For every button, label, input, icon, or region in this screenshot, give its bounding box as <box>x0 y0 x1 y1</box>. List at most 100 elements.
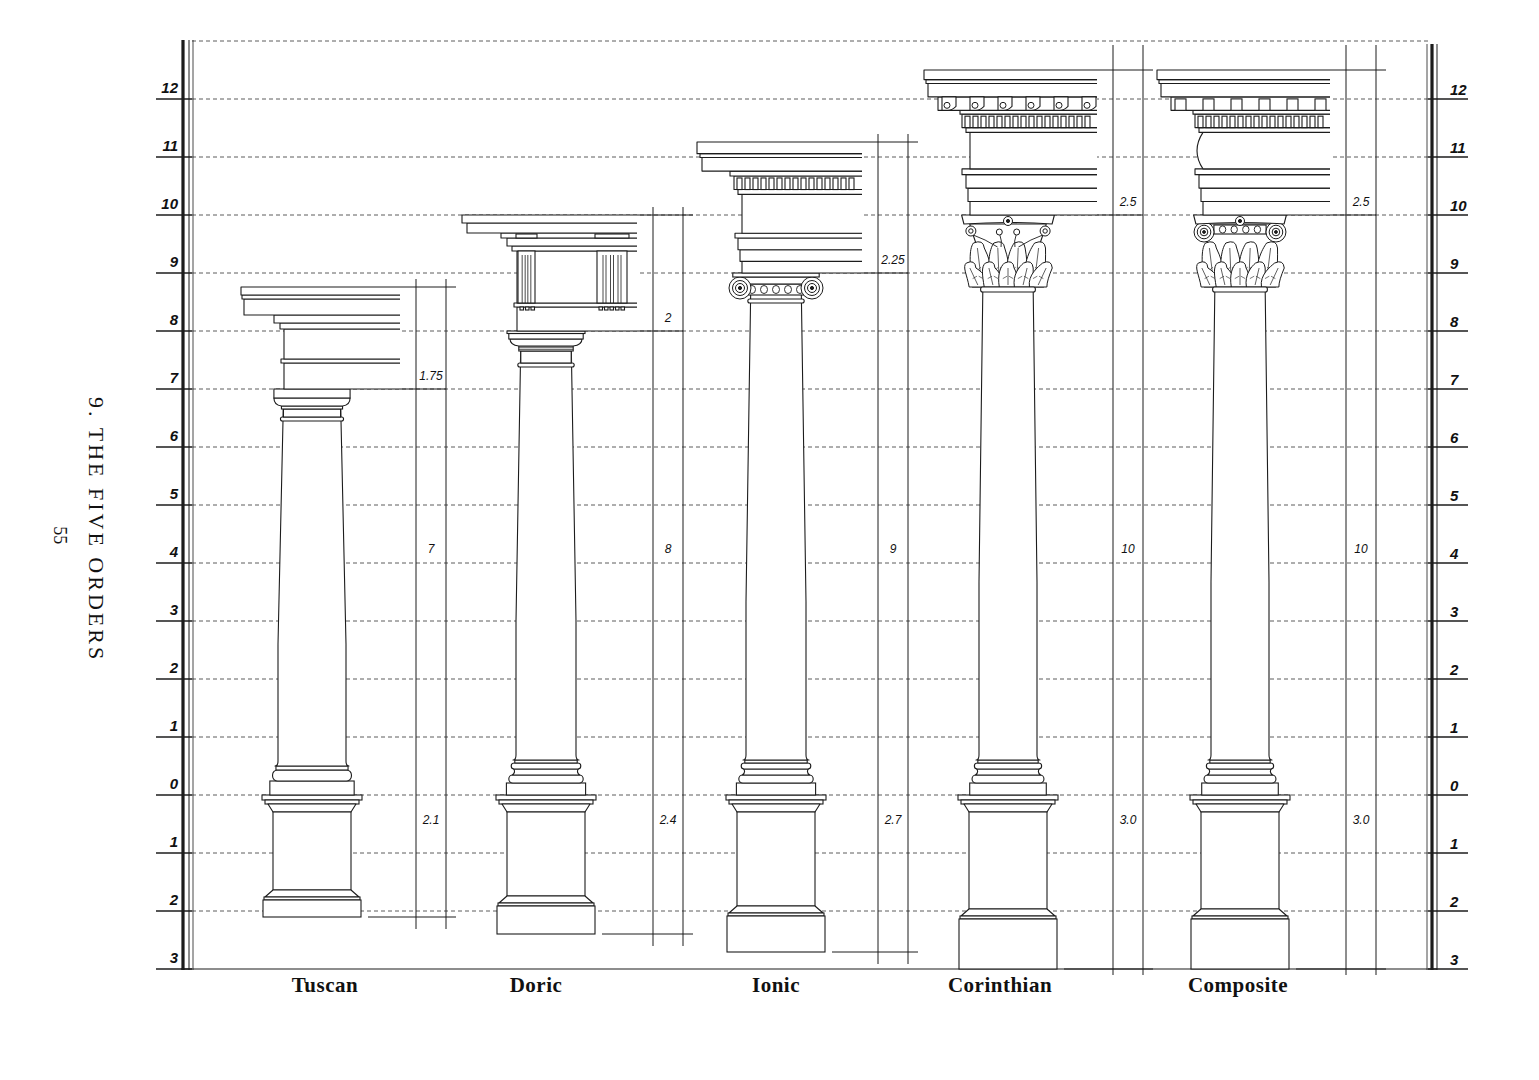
entablature-band <box>926 80 1097 84</box>
pedestal-base <box>265 890 359 897</box>
scale-number: 8 <box>170 311 178 328</box>
scale-number: 5 <box>1450 487 1458 504</box>
entablature-band <box>467 223 637 233</box>
doric-order <box>462 207 693 946</box>
leaf-vein <box>1009 276 1013 278</box>
pedestal-base <box>961 909 1055 916</box>
scale-tick <box>1428 156 1468 157</box>
dimension-label: 2.1 <box>422 814 441 828</box>
leaf-vein <box>1270 268 1278 285</box>
leaf-vein <box>1241 276 1245 278</box>
modillion-scroll <box>1056 102 1062 108</box>
entablature-band <box>1199 175 1330 188</box>
pedestal-plinth <box>1191 919 1289 969</box>
dentil <box>1021 116 1026 127</box>
leaf-vein <box>1240 268 1241 285</box>
modillion <box>970 97 984 110</box>
dimension-line <box>1346 45 1347 975</box>
dimension-label: 2.5 <box>1119 196 1138 210</box>
dimension-line <box>1113 45 1114 975</box>
dimension-label: 3.0 <box>1352 814 1371 828</box>
leaf-vein <box>970 268 978 285</box>
scale-tick <box>156 736 192 737</box>
scale-border <box>1430 44 1433 970</box>
dimension-label: 2.5 <box>1352 196 1371 210</box>
scale-tick <box>1428 562 1468 563</box>
modillion <box>1231 99 1242 110</box>
egg <box>1254 226 1260 233</box>
triglyph-groove <box>522 255 523 303</box>
abacus <box>733 273 819 277</box>
pedestal-plinth <box>263 900 361 917</box>
dentil <box>785 178 790 190</box>
pedestal-cornice <box>265 800 359 804</box>
scale-tick <box>1428 330 1468 331</box>
dimension-line <box>653 207 654 946</box>
gutta <box>610 307 614 310</box>
volute <box>1272 228 1280 236</box>
dimension-tick <box>602 934 693 935</box>
composite-order <box>1157 45 1386 975</box>
dimension-tick <box>1296 969 1386 970</box>
column-shaft <box>976 227 1040 760</box>
egg <box>1243 226 1249 233</box>
modillion-scroll <box>1000 102 1006 108</box>
modillion <box>1175 99 1186 110</box>
scale-tick <box>156 968 192 969</box>
scale-number: 9 <box>170 253 178 270</box>
necking <box>283 409 340 417</box>
scale-number: 7 <box>170 369 178 386</box>
scale-number: 3 <box>170 949 178 966</box>
volute-eye <box>810 286 813 289</box>
abacus <box>509 334 583 340</box>
dentil <box>777 178 782 190</box>
scale-tick <box>156 620 192 621</box>
dentil <box>1254 116 1259 127</box>
scale-tick <box>1428 504 1468 505</box>
column-scotia <box>976 769 1041 775</box>
egg <box>785 286 792 294</box>
mutule <box>595 234 629 238</box>
entablature-band <box>280 323 400 329</box>
entablature-band <box>462 215 637 223</box>
modillion-scroll <box>972 102 978 108</box>
triglyph-groove <box>610 255 611 303</box>
scale-grid <box>156 40 1468 970</box>
pedestal-die <box>273 812 351 890</box>
entablature-band <box>1195 169 1330 175</box>
scale-tick <box>1428 736 1468 737</box>
pedestal-cornice <box>1196 804 1284 812</box>
pedestal-die <box>969 812 1047 909</box>
mutule <box>516 234 537 238</box>
dentil <box>1005 116 1010 127</box>
volute <box>1266 222 1286 242</box>
entablature-band <box>738 190 862 195</box>
scale-number: 1 <box>170 717 178 734</box>
dimension-label: 2.7 <box>884 814 903 828</box>
scale-number: 5 <box>170 485 178 502</box>
leaf-vein <box>1226 276 1230 278</box>
dentil <box>849 178 854 190</box>
scale-number: 0 <box>1450 777 1458 794</box>
scale-number: 4 <box>1450 545 1458 562</box>
astragal <box>748 299 804 303</box>
dentil <box>1318 116 1323 127</box>
scale-tick <box>156 504 192 505</box>
scale-number: 11 <box>162 137 178 154</box>
entablature-band <box>284 363 400 389</box>
column-shaft <box>1208 227 1272 760</box>
column-torus <box>739 775 813 783</box>
scale-number: 0 <box>170 775 178 792</box>
scale-tick <box>156 562 192 563</box>
entablature-band <box>740 250 862 262</box>
dimension-tick <box>1097 70 1153 71</box>
dentil <box>793 178 798 190</box>
scale-tick <box>1428 214 1468 215</box>
annulet <box>519 349 573 350</box>
helix-stalk <box>1018 235 1042 247</box>
scale-tick <box>156 388 192 389</box>
pedestal-cornice <box>499 800 593 804</box>
leaf-vein <box>1018 276 1022 278</box>
